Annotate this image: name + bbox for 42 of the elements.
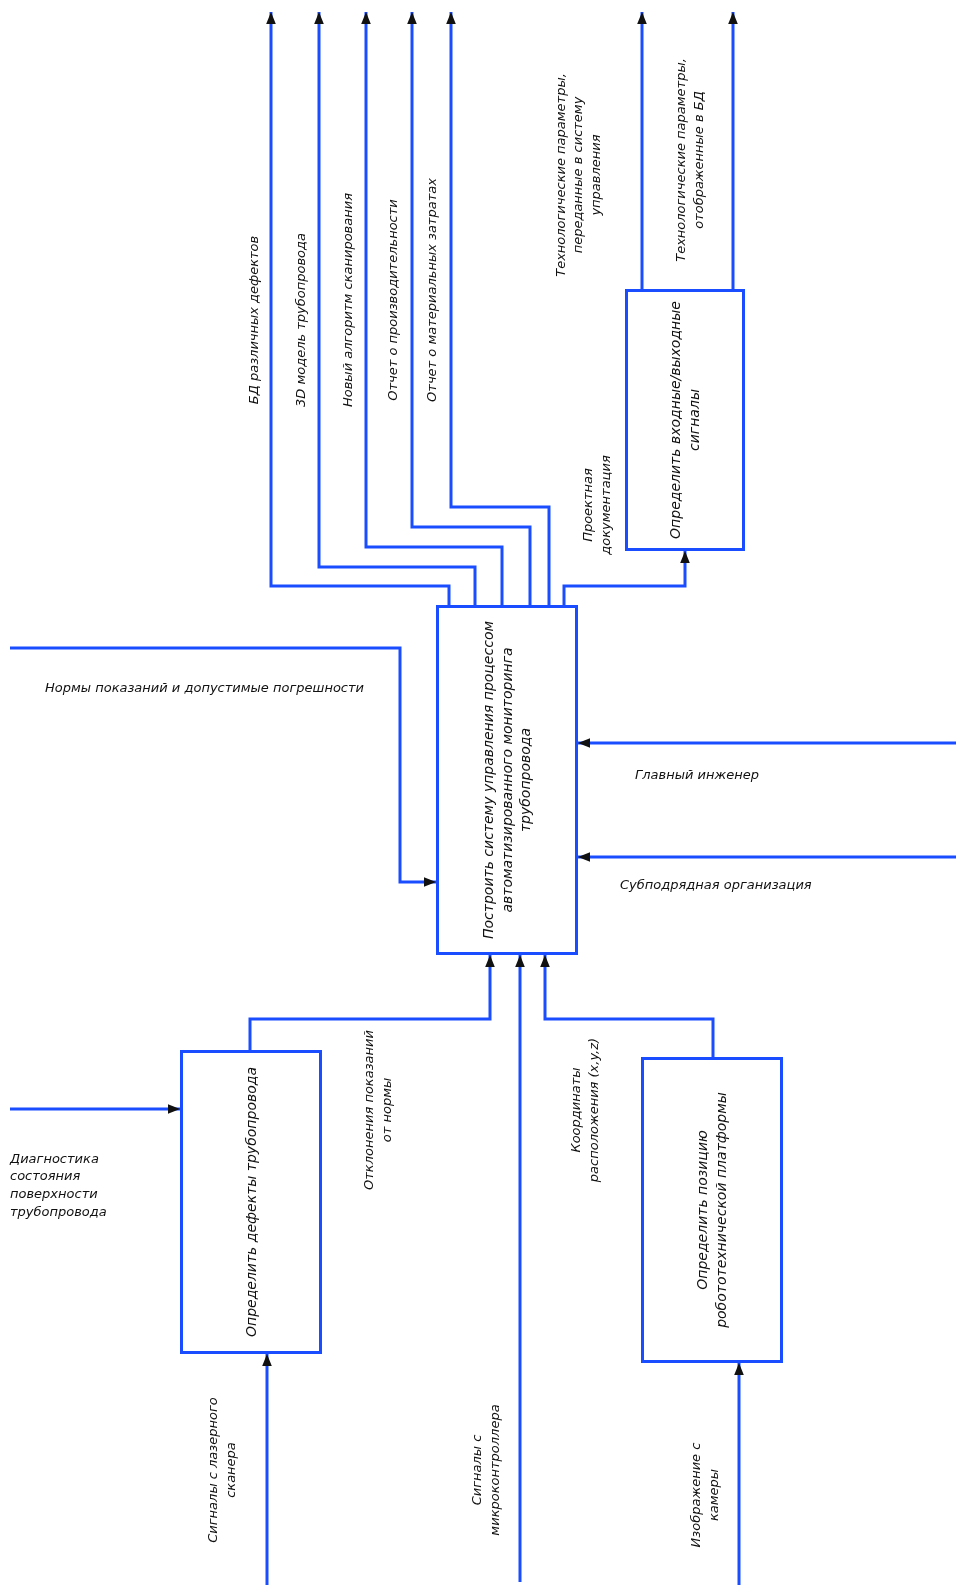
arrow — [10, 1104, 180, 1114]
function-name: Построить систему управления процессом автоматизированного мониторинга трубопровода — [478, 620, 535, 941]
arrow — [361, 12, 504, 605]
arrow-label: Технологические параметры, переданные в систему управления — [551, 72, 604, 279]
arrow — [248, 955, 495, 1050]
arrow-label: Субподрядная организация — [620, 876, 813, 895]
arrow — [540, 955, 715, 1057]
arrow — [578, 738, 956, 748]
arrow — [578, 852, 956, 862]
arrow — [262, 1354, 272, 1585]
function-box — [625, 289, 745, 551]
arrow-label: 3D модель трубопровода — [292, 232, 310, 409]
arrow-label: Изображение с камеры — [687, 1441, 722, 1550]
arrow-label: Нормы показаний и допустимые погрешности — [45, 679, 365, 698]
arrow-label: БД различных дефектов — [245, 234, 263, 407]
function-name: Определить дефекты трубопровода — [241, 1065, 260, 1340]
function-box — [180, 1050, 322, 1354]
arrow-label: Проектная документация — [579, 454, 614, 557]
arrow — [407, 12, 532, 605]
function-box — [641, 1057, 783, 1363]
arrow — [637, 12, 647, 289]
arrow — [10, 646, 436, 887]
arrow — [515, 955, 525, 1582]
arrow — [728, 12, 738, 289]
arrow-label: Сигналы с микроконтроллера — [468, 1403, 503, 1538]
arrow — [734, 1363, 744, 1585]
arrow-label: Координаты расположения (x,y,z) — [567, 1036, 602, 1185]
arrow-label: Отклонения показаний от нормы — [360, 1029, 395, 1192]
arrow-label: Технологические параметры, отображенные в БД — [672, 57, 707, 264]
arrow — [314, 12, 477, 605]
function-box — [436, 605, 578, 955]
arrow-label: Отчет о материальных затратах — [423, 177, 441, 404]
function-name: Определить позицию робототехнической платформы — [693, 1091, 730, 1330]
arrow-label: Новый алгоритм сканирования — [339, 192, 357, 409]
arrow-label: Диагностика состояния поверхности трубопровода — [10, 1149, 108, 1221]
function-name: Определить входные/выходные сигналы — [666, 301, 703, 539]
arrow-label: Главный инженер — [635, 766, 760, 785]
arrow-label: Отчет о производительности — [384, 198, 402, 403]
arrow-label: Сигналы с лазерного сканера — [204, 1396, 239, 1545]
arrow — [562, 551, 690, 605]
arrow — [446, 12, 551, 605]
arrow — [266, 12, 451, 605]
